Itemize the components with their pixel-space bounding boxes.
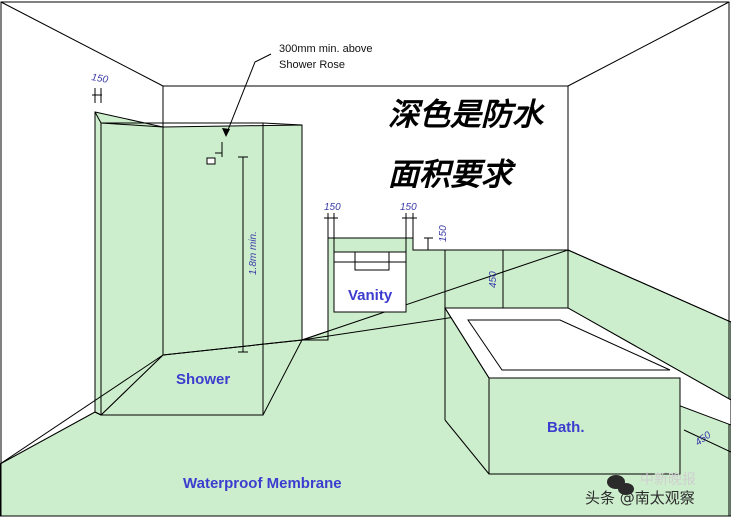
shower-height-dimension <box>238 156 248 353</box>
wechat-bubble-icon <box>607 475 634 495</box>
shower-enclosure <box>94 111 303 416</box>
bath-tub <box>444 307 731 475</box>
watermark-faint-text: 中新晚报 <box>640 472 696 488</box>
label-vanity: Vanity <box>348 287 393 304</box>
dim-bath-wall: 450 <box>488 271 499 288</box>
label-bath: Bath. <box>547 419 585 436</box>
label-floor-membrane: Waterproof Membrane <box>183 475 342 492</box>
dim-vanity-right: 150 <box>400 202 417 213</box>
shower-rose-icon <box>206 142 223 165</box>
bath-inner <box>467 319 671 371</box>
dim-wall-return: 150 <box>90 72 109 86</box>
bath-wall-dimension <box>498 249 508 309</box>
dim-shower-height: 1.8m min. <box>248 231 259 275</box>
back-wall <box>162 85 569 356</box>
vanity-unit <box>333 251 407 313</box>
shower-glass-front <box>100 122 264 416</box>
bath-side-dimension <box>683 429 731 453</box>
shower-back-wall-membrane <box>162 124 303 356</box>
vanity-basin <box>354 251 390 271</box>
watermark-main-text: 头条 @南太观察 <box>585 489 695 507</box>
wall-return-dimension <box>92 88 102 103</box>
vanity-dimensions <box>324 213 433 252</box>
shower-rose-note-line2: Shower Rose <box>279 59 345 71</box>
bath-front-panel <box>488 377 681 475</box>
dim-vanity-top: 150 <box>438 225 449 242</box>
annotation-title-line1: 深色是防水 <box>388 97 545 133</box>
label-shower: Shower <box>176 371 230 388</box>
shower-rose-arrowhead <box>222 128 230 137</box>
dim-vanity-left: 150 <box>324 202 341 213</box>
annotation-title-line2: 面积要求 <box>388 157 516 193</box>
shower-rose-leader <box>225 53 272 136</box>
shower-rose-note-line1: 300mm min. above <box>279 43 373 55</box>
